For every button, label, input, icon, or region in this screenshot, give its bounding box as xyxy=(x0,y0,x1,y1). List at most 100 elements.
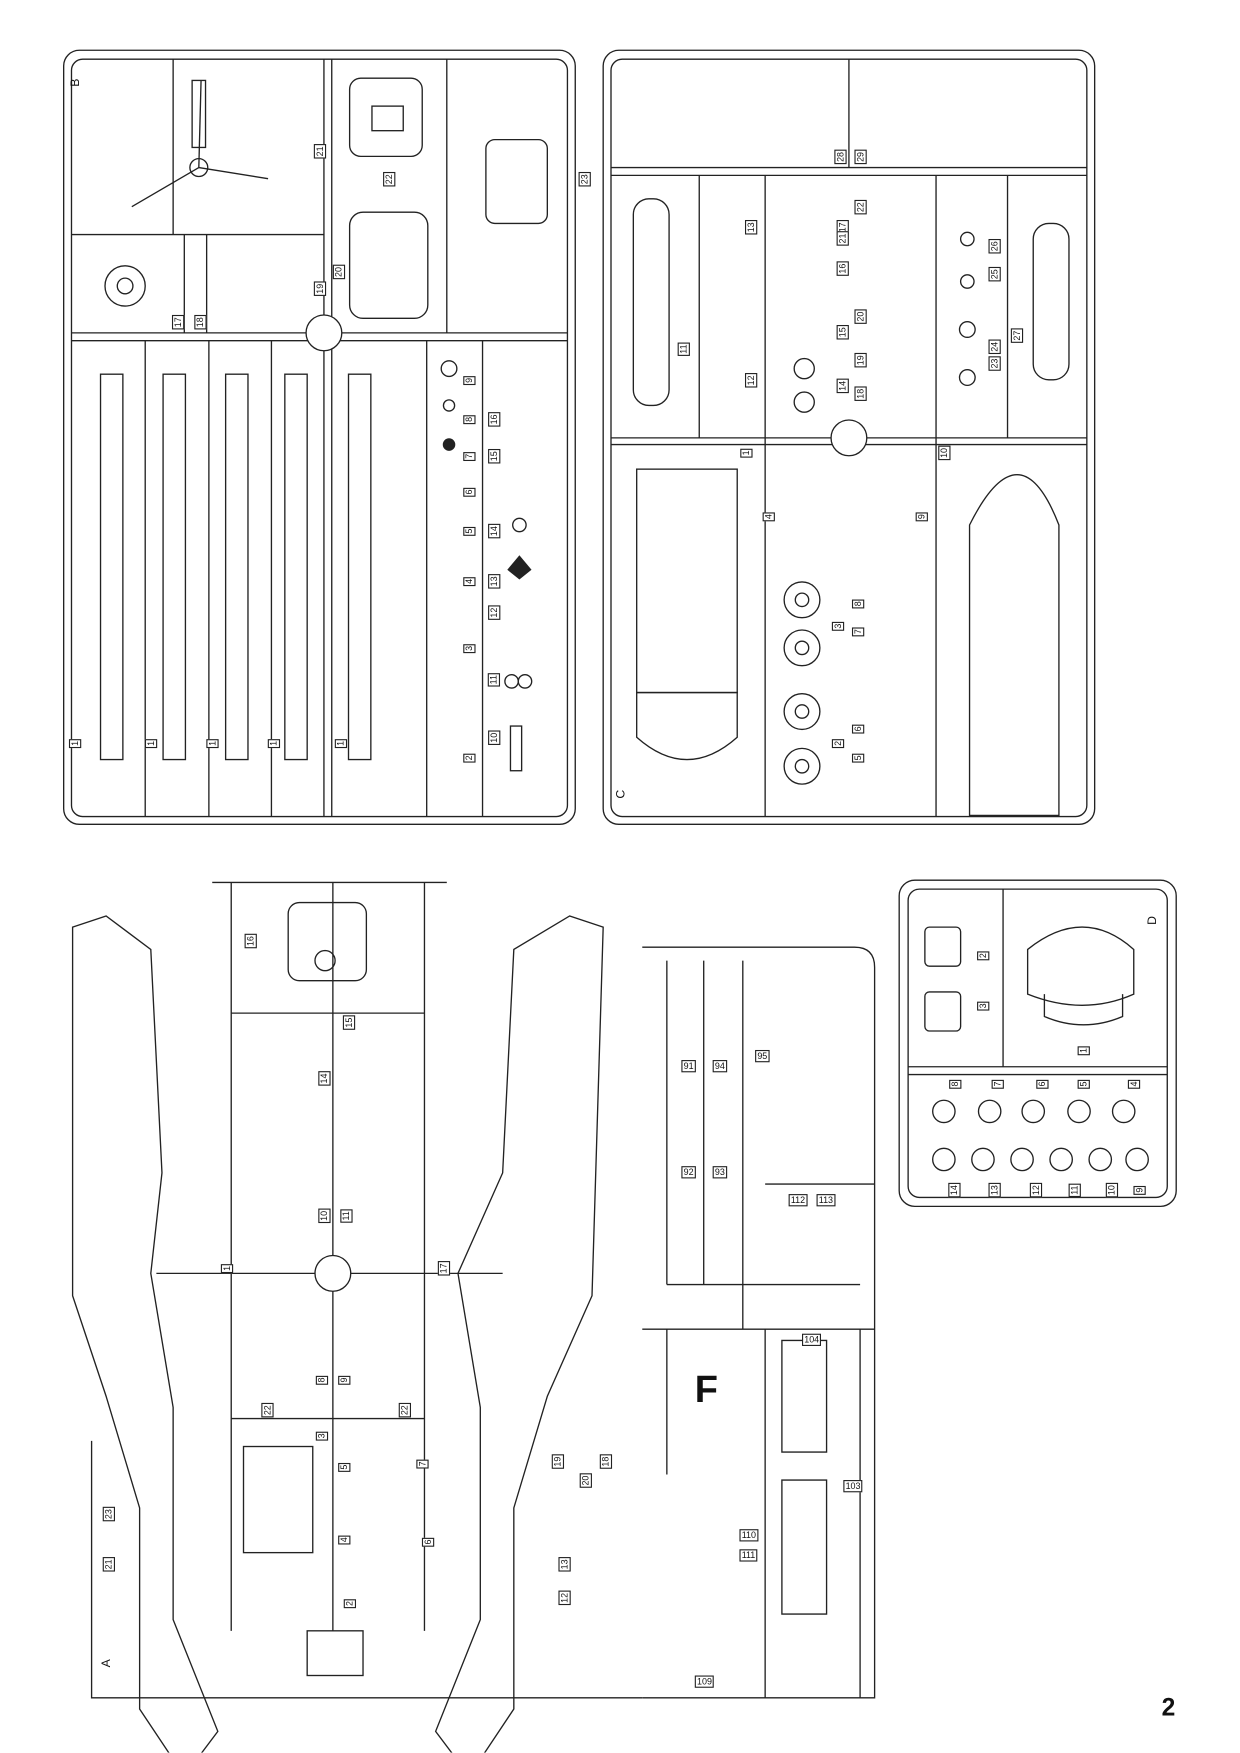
cockpit-parts xyxy=(348,77,549,320)
part-number-a: 18 xyxy=(599,1454,613,1469)
part-number-b: 6 xyxy=(463,487,476,497)
part-number-a: 3 xyxy=(315,1431,329,1441)
part-number-c: 21 xyxy=(836,231,849,246)
fuel-tank-parts xyxy=(632,198,1070,407)
part-number-b: 19 xyxy=(313,281,327,296)
part-number-f: 91 xyxy=(681,1060,696,1073)
part-number-b: 1 xyxy=(267,738,281,749)
part-number-f: 103 xyxy=(843,1480,863,1493)
part-number-a: 11 xyxy=(340,1208,353,1223)
part-number-b: 23 xyxy=(578,172,591,187)
part-number-d: 4 xyxy=(1127,1079,1141,1089)
part-number-d: 3 xyxy=(977,1001,990,1011)
part-number-f: 113 xyxy=(816,1194,836,1207)
part-number-c: 9 xyxy=(915,511,928,522)
part-number-d: 1 xyxy=(1077,1045,1090,1056)
part-number-c: 2 xyxy=(831,738,845,749)
part-number-f: 109 xyxy=(694,1675,715,1688)
part-number-f: 92 xyxy=(681,1166,696,1179)
part-number-d: 12 xyxy=(1029,1182,1043,1198)
part-number-b: 1 xyxy=(144,738,158,749)
page-number: 2 xyxy=(1161,1693,1176,1722)
part-number-c: 25 xyxy=(988,267,1001,282)
rotor-head-part xyxy=(131,79,269,208)
sprue-b-letter: B xyxy=(68,78,83,87)
part-number-c: 7 xyxy=(851,626,865,637)
fuselage-left xyxy=(71,915,219,1753)
part-number-b: 12 xyxy=(488,605,501,620)
part-number-c: 19 xyxy=(854,353,867,368)
part-number-a: 16 xyxy=(244,933,257,949)
part-number-c: 5 xyxy=(851,753,865,763)
sprue-d-letter: D xyxy=(1146,915,1160,925)
sprue-a-frame xyxy=(90,881,643,1699)
part-number-b: 20 xyxy=(332,264,346,280)
part-number-f: 93 xyxy=(712,1166,728,1179)
part-number-d: 9 xyxy=(1133,1185,1146,1195)
part-number-a: 10 xyxy=(318,1208,331,1224)
part-number-c: 6 xyxy=(851,724,865,734)
part-number-f: 111 xyxy=(739,1549,758,1562)
part-number-b: 1 xyxy=(206,738,219,749)
part-number-c: 20 xyxy=(854,309,867,324)
part-number-d: 7 xyxy=(991,1079,1004,1089)
part-number-c: 4 xyxy=(762,511,775,522)
part-number-b: 4 xyxy=(463,576,476,587)
rotor-blades xyxy=(99,373,372,761)
part-number-a: 12 xyxy=(558,1590,571,1606)
part-number-c: 13 xyxy=(744,220,758,235)
part-number-d: 5 xyxy=(1077,1079,1090,1089)
part-number-a: 1 xyxy=(220,1263,234,1274)
sprue-f-frame xyxy=(642,946,876,1699)
part-number-d: 14 xyxy=(948,1182,961,1198)
sprue-c-letter: C xyxy=(614,789,628,799)
part-number-c: 24 xyxy=(988,339,1001,355)
part-number-a: 21 xyxy=(102,1557,115,1572)
part-number-b: 8 xyxy=(463,414,476,425)
part-number-a: 4 xyxy=(338,1535,351,1545)
part-number-a: 15 xyxy=(342,1015,356,1030)
part-number-a: 14 xyxy=(318,1071,331,1086)
part-number-c: 27 xyxy=(1010,328,1024,343)
part-number-b: 3 xyxy=(463,643,476,654)
sprue-b-frame xyxy=(62,49,576,826)
part-number-a: 22 xyxy=(398,1403,412,1418)
part-number-a: 9 xyxy=(338,1375,351,1385)
part-number-b: 18 xyxy=(194,315,207,330)
part-number-c: 1 xyxy=(740,448,753,458)
part-number-c: 29 xyxy=(854,149,867,165)
part-number-c: 22 xyxy=(854,199,867,215)
part-number-c: 18 xyxy=(854,386,867,401)
part-number-a: 23 xyxy=(102,1506,115,1522)
part-number-d: 2 xyxy=(977,950,990,961)
part-number-b: 16 xyxy=(488,412,501,427)
part-number-b: 11 xyxy=(487,672,501,687)
part-number-d: 13 xyxy=(988,1182,1001,1198)
part-number-a: 6 xyxy=(421,1537,435,1547)
part-number-a: 22 xyxy=(261,1403,274,1418)
part-number-c: 11 xyxy=(677,342,690,356)
part-number-b: 13 xyxy=(488,574,501,589)
part-number-a: 13 xyxy=(558,1557,571,1572)
part-number-a: 20 xyxy=(579,1473,592,1488)
part-number-b: 15 xyxy=(488,449,501,464)
part-number-a: 19 xyxy=(551,1454,565,1469)
sprue-a-letter: A xyxy=(100,1659,114,1668)
part-number-c: 23 xyxy=(988,356,1001,371)
part-number-b: 21 xyxy=(313,144,327,159)
part-number-d: 11 xyxy=(1068,1183,1081,1198)
sprue-f-letter: F xyxy=(694,1368,718,1411)
part-number-a: 8 xyxy=(315,1375,329,1385)
part-number-c: 28 xyxy=(834,149,847,165)
part-number-b: 5 xyxy=(463,526,476,536)
part-number-b: 9 xyxy=(463,375,476,386)
part-number-b: 2 xyxy=(463,753,476,763)
part-number-d: 10 xyxy=(1105,1182,1119,1198)
part-number-b: 14 xyxy=(488,523,501,539)
part-number-f: 112 xyxy=(788,1194,808,1207)
part-number-f: 104 xyxy=(802,1333,822,1346)
part-number-b: 17 xyxy=(171,315,185,330)
part-number-a: 5 xyxy=(338,1462,351,1472)
fuselage-right xyxy=(434,915,604,1753)
